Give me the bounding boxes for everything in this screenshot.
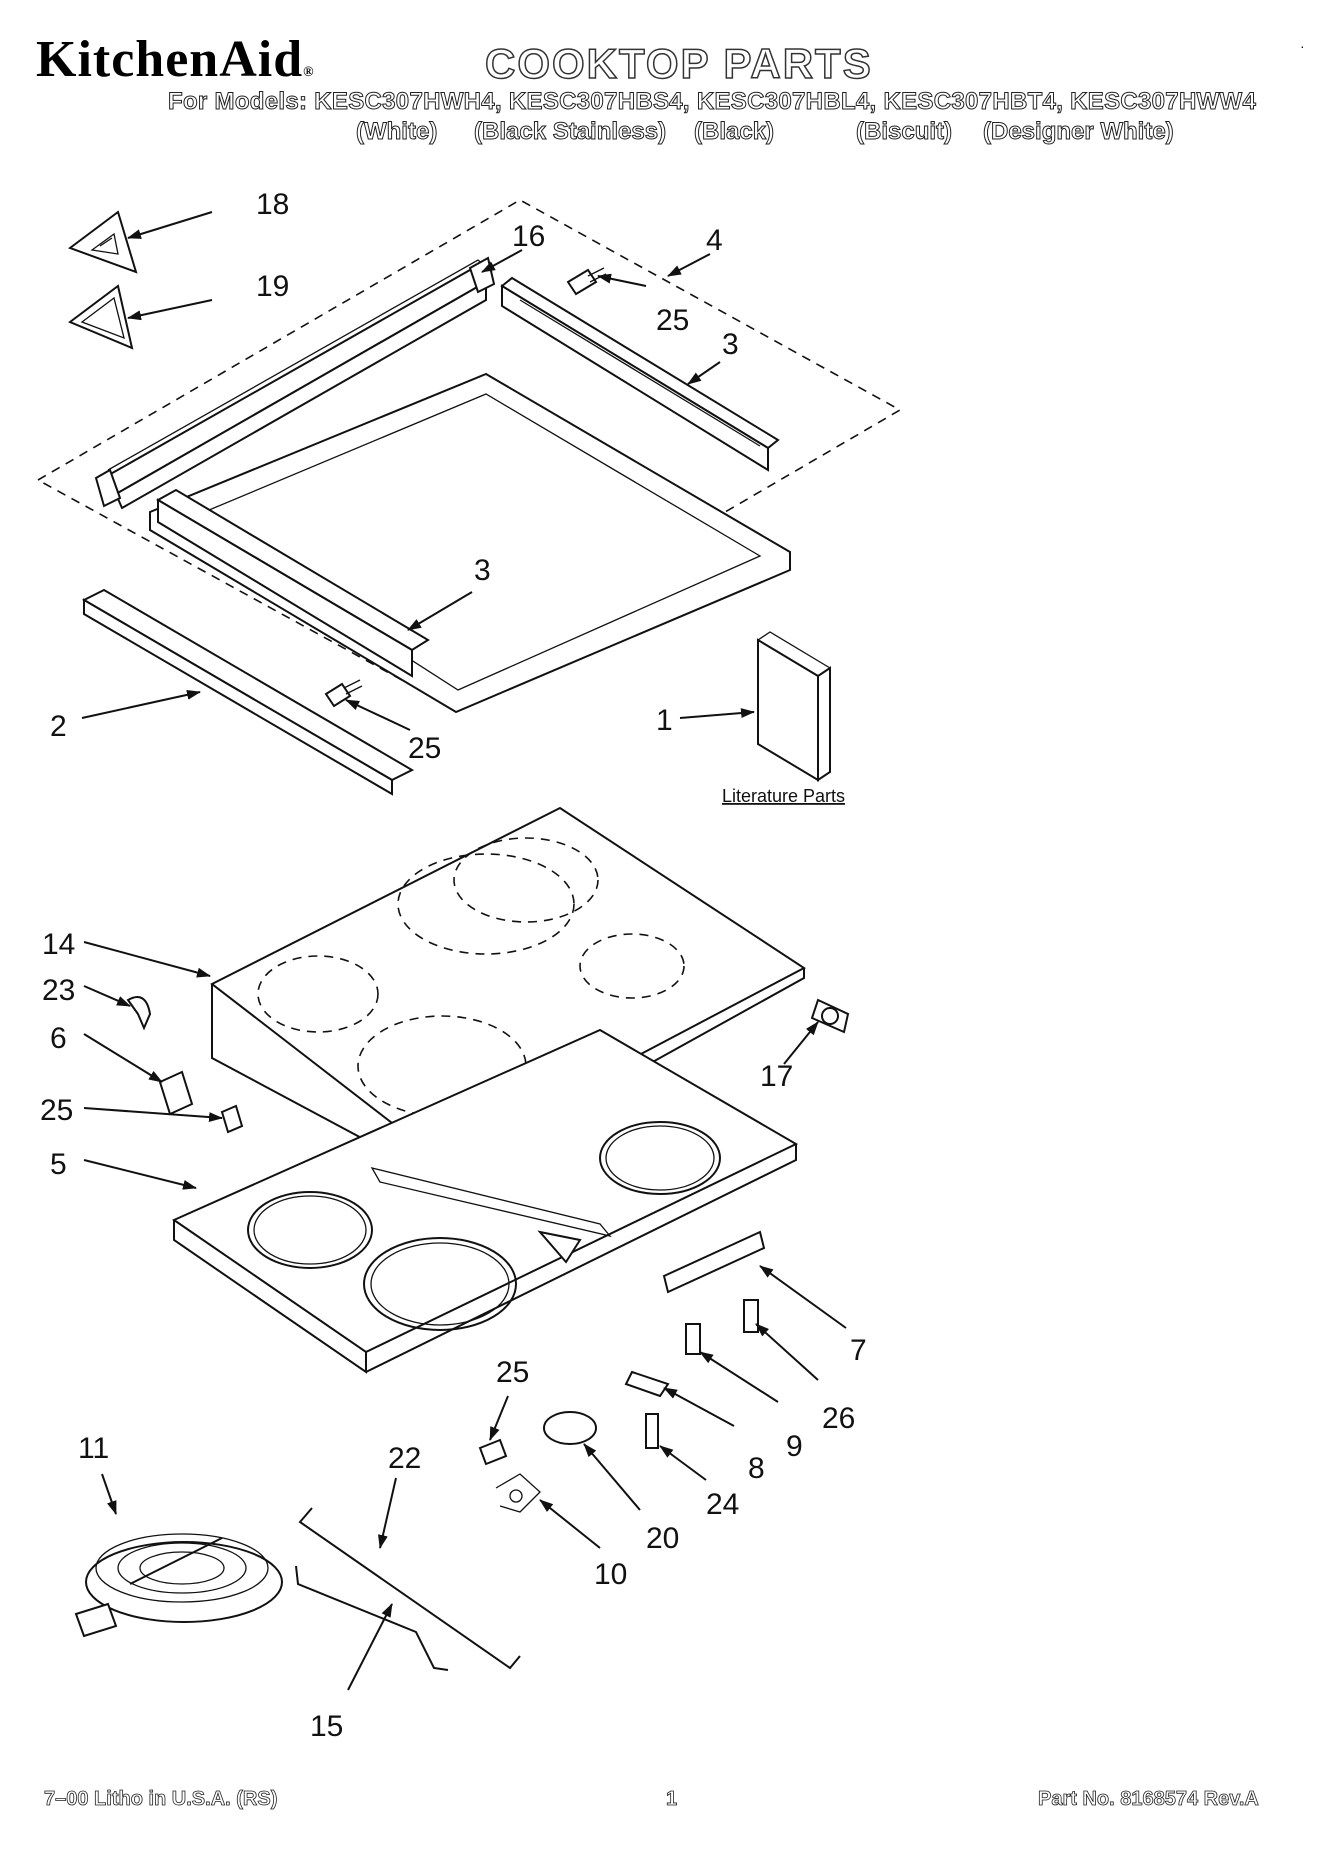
variant-black-stainless: (Black Stainless) xyxy=(473,118,667,146)
part-3-rear-trim xyxy=(500,276,780,472)
callout-3-lower: 3 xyxy=(474,554,491,587)
callout-25-middle: 25 xyxy=(408,732,441,765)
brand-logo: KitchenAid® xyxy=(36,30,315,89)
callout-18: 18 xyxy=(256,188,289,221)
callout-26: 26 xyxy=(822,1402,855,1435)
callout-8: 8 xyxy=(748,1452,765,1485)
arrow-9 xyxy=(699,1351,779,1403)
part-20-limiter xyxy=(543,1411,597,1445)
part-6-terminal-block xyxy=(158,1070,194,1116)
part-8-bracket xyxy=(624,1370,670,1398)
arrow-11 xyxy=(101,1473,117,1515)
arrow-7 xyxy=(759,1265,847,1329)
part-25-screw-bottom xyxy=(478,1438,508,1466)
arrow-14 xyxy=(83,941,211,978)
arrow-25-bottom xyxy=(489,1395,509,1441)
callout-16: 16 xyxy=(512,220,545,253)
arrow-25-left xyxy=(83,1107,223,1123)
arrow-3-lower xyxy=(407,591,473,631)
variant-black: (Black) xyxy=(693,118,775,146)
callout-4: 4 xyxy=(706,224,723,257)
part-25-screw-lower-left xyxy=(220,1104,244,1134)
arrow-5 xyxy=(83,1159,197,1190)
callout-19: 19 xyxy=(256,270,289,303)
arrow-24 xyxy=(659,1445,707,1481)
callout-7: 7 xyxy=(850,1334,867,1367)
arrow-2 xyxy=(81,689,201,719)
callout-11: 11 xyxy=(78,1432,109,1465)
arrow-26 xyxy=(755,1323,819,1381)
callout-5: 5 xyxy=(50,1148,67,1181)
footer-part-number: Part No. 8168574 Rev.A xyxy=(1038,1788,1260,1811)
part-22-wire xyxy=(298,1507,521,1670)
callout-17: 17 xyxy=(760,1060,793,1093)
part-14-glass-cooktop xyxy=(210,806,806,1182)
literature-parts-label: Literature Parts xyxy=(722,786,845,806)
part-11-surface-element xyxy=(74,1533,283,1638)
part-25-screw-middle xyxy=(324,679,363,708)
variant-white: (White) xyxy=(355,118,438,146)
arrow-3-upper xyxy=(687,361,721,385)
callout-25-upper: 25 xyxy=(656,304,689,337)
arrow-4 xyxy=(667,253,711,277)
variant-designer-white: (Designer White) xyxy=(983,118,1175,146)
callout-1: 1 xyxy=(656,704,673,737)
arrow-25-upper xyxy=(597,273,647,287)
footer-page-number: 1 xyxy=(666,1788,678,1811)
brand-mark: ® xyxy=(303,65,315,80)
callout-23: 23 xyxy=(42,974,75,1007)
part-17-switch xyxy=(810,998,850,1034)
arrow-10 xyxy=(539,1499,601,1549)
arrow-20 xyxy=(583,1443,641,1511)
arrow-8 xyxy=(663,1387,735,1427)
callout-25-left: 25 xyxy=(40,1094,73,1127)
brand-name: KitchenAid xyxy=(36,31,304,88)
part-3-front-trim xyxy=(155,488,430,678)
part-16-side-trim xyxy=(94,256,496,510)
arrow-17 xyxy=(783,1021,819,1065)
part-1-literature xyxy=(757,631,831,782)
variant-biscuit: (Biscuit) xyxy=(856,118,953,146)
part-15-wire xyxy=(295,1565,449,1671)
arrow-16 xyxy=(481,249,523,273)
part-24-screw xyxy=(645,1413,659,1449)
callout-9: 9 xyxy=(786,1430,803,1463)
part-23-clip xyxy=(126,996,152,1031)
arrow-6 xyxy=(83,1033,163,1083)
callout-6: 6 xyxy=(50,1022,67,1055)
arrow-23 xyxy=(83,985,131,1007)
part-19-trim-gasket xyxy=(68,284,134,350)
callout-20: 20 xyxy=(646,1522,679,1555)
part-7-bracket xyxy=(662,1230,766,1294)
part-10-wire-harness xyxy=(495,1473,541,1513)
arrow-25-middle xyxy=(345,699,411,731)
callout-14: 14 xyxy=(42,928,75,961)
callout-3-upper: 3 xyxy=(722,328,739,361)
arrow-18 xyxy=(127,211,213,239)
callout-10: 10 xyxy=(594,1558,627,1591)
arrow-1 xyxy=(679,708,755,719)
page-title: COOKTOP PARTS xyxy=(484,39,873,88)
part-9-screw xyxy=(685,1323,701,1355)
part-18-trim-cap xyxy=(67,210,138,274)
dashed-frame-outline xyxy=(37,199,902,691)
footer-litho: 7–00 Litho in U.S.A. (RS) xyxy=(44,1788,278,1811)
arrow-22 xyxy=(378,1477,397,1549)
callout-25-bottom: 25 xyxy=(496,1356,529,1389)
callout-2: 2 xyxy=(50,710,67,743)
part-25-screw-upper xyxy=(566,267,607,296)
part-5-burner-box xyxy=(171,1028,799,1374)
part-26-screw xyxy=(743,1299,759,1333)
corner-mark: · xyxy=(1300,38,1305,54)
callout-24: 24 xyxy=(706,1488,739,1521)
arrow-15 xyxy=(347,1603,393,1691)
models-line: For Models: KESC307HWH4, KESC307HBS4, KE… xyxy=(167,88,1257,116)
callout-15: 15 xyxy=(310,1710,343,1743)
arrow-19 xyxy=(127,299,213,321)
callout-22: 22 xyxy=(388,1442,421,1475)
part-2-side-rail xyxy=(81,588,415,796)
